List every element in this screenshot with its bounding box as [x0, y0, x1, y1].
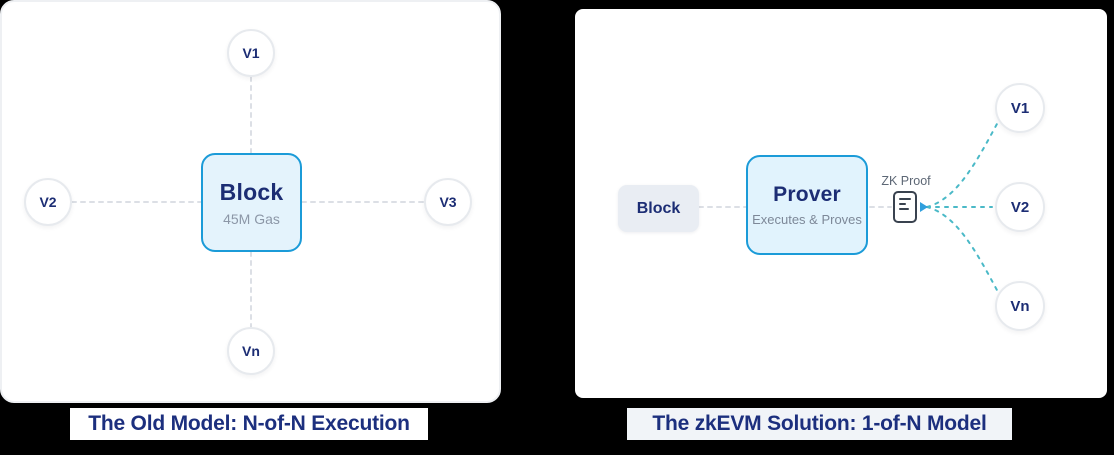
validator-label: Vn	[242, 343, 260, 359]
fanout-arrowhead-icon	[920, 202, 928, 212]
validator-node-vn: Vn	[227, 327, 275, 375]
zk-proof-document-icon	[893, 191, 917, 223]
validator-node-v3: V3	[424, 178, 472, 226]
validator-label: V2	[39, 194, 57, 210]
document-text-line	[899, 203, 906, 205]
validator-node-vn: Vn	[995, 281, 1045, 331]
validator-node-v1: V1	[227, 29, 275, 77]
prover-box: Prover Executes & Proves	[746, 155, 868, 255]
prover-box-subtitle: Executes & Proves	[752, 212, 862, 227]
validator-node-v1: V1	[995, 83, 1045, 133]
block-box-title: Block	[219, 178, 284, 205]
block-chip-label: Block	[636, 199, 681, 217]
old-model-panel: Block 45M Gas V1 V2 V3 Vn	[0, 0, 501, 403]
validator-label: V3	[439, 194, 457, 210]
zkevm-caption-text: The zkEVM Solution: 1-of-N Model	[652, 412, 987, 435]
document-text-line	[899, 208, 909, 210]
validator-node-v2: V2	[995, 182, 1045, 232]
block-box-subtitle: 45M Gas	[223, 210, 280, 227]
zkevm-caption: The zkEVM Solution: 1-of-N Model	[627, 408, 1012, 440]
validator-label: V1	[1010, 99, 1030, 117]
zkevm-panel: Block Prover Executes & Proves ZK Proof …	[575, 9, 1107, 398]
block-box: Block 45M Gas	[201, 153, 302, 252]
validator-node-v2: V2	[24, 178, 72, 226]
old-model-caption: The Old Model: N-of-N Execution	[70, 408, 428, 440]
zk-proof-label: ZK Proof	[881, 174, 931, 188]
prover-box-title: Prover	[773, 183, 841, 206]
validator-label: V1	[242, 45, 260, 61]
document-text-line	[899, 198, 911, 200]
block-chip: Block	[618, 185, 699, 232]
validator-label: V2	[1010, 198, 1030, 216]
old-model-caption-text: The Old Model: N-of-N Execution	[88, 412, 410, 435]
validator-label: Vn	[1010, 297, 1030, 315]
